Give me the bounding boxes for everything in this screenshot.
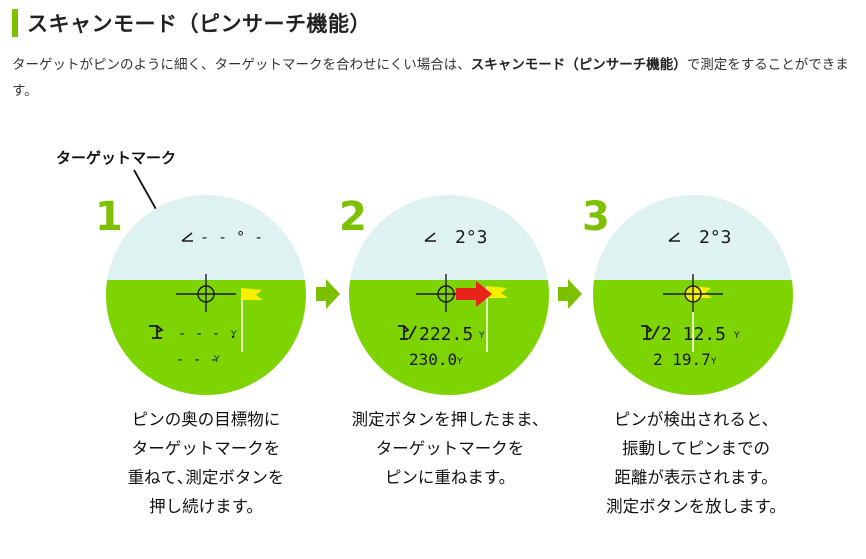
- locked-crosshair-icon: [663, 274, 723, 312]
- sky: [349, 195, 549, 280]
- step-number: 1: [95, 194, 123, 240]
- heading-accent-bar: [12, 9, 18, 37]
- target-mark-label: ターゲットマーク: [56, 149, 176, 167]
- distance-unit: Y: [478, 331, 485, 341]
- angle-icon: [668, 232, 680, 242]
- angle-icon: [424, 232, 436, 242]
- step-1-caption: ピンの奥の目標物に ターゲットマークを 重ねて､測定ボタンを 押し続けます。: [86, 405, 326, 521]
- distance-unit: Y: [230, 330, 237, 340]
- caption-line: ピンが検出されると、: [613, 410, 779, 429]
- caption-line: ターゲットマークを: [131, 439, 281, 458]
- distance-readout: - - - .: [178, 326, 237, 342]
- caption-line: 測定ボタンを押したまま、: [351, 410, 549, 429]
- caption-line: ピンの奥の目標物に: [131, 410, 281, 429]
- scope-view: [106, 195, 306, 395]
- step-2: 2 2°3 222.5 Y 230.0 Y: [339, 194, 549, 395]
- step-number: 3: [582, 194, 610, 240]
- caption-line: ピンに重ねます。: [384, 468, 516, 487]
- angle-readout: 2°3: [699, 227, 732, 248]
- sub-readout: 2 19.7: [653, 350, 711, 369]
- step-number: 2: [339, 194, 367, 240]
- scan-direction-arrow-icon: [456, 281, 492, 307]
- next-step-arrow-icon: [558, 279, 582, 309]
- angle-icon: [181, 232, 193, 242]
- step-1: 1 - - ° - - - - . Y - - - Y: [95, 194, 306, 395]
- flag-mode-icon: [149, 325, 164, 339]
- sub-unit: Y: [456, 357, 463, 367]
- sub-readout: - - -: [176, 352, 218, 368]
- step-2-caption: 測定ボタンを押したまま、 ターゲットマークを ピンに重ねます。: [322, 405, 578, 492]
- caption-line: 測定ボタンを放します。: [606, 497, 786, 516]
- caption-line: 距離が表示されます。: [614, 468, 778, 487]
- crosshair-icon: [176, 274, 236, 312]
- sub-readout: 230.0: [409, 350, 457, 369]
- distance-unit: Y: [733, 331, 740, 341]
- section-title: スキャンモード（ピンサーチ機能）: [27, 12, 371, 36]
- angle-readout: - - ° -: [200, 228, 263, 246]
- pin-search-icon: [641, 325, 660, 340]
- caption-line: 押し続けます。: [149, 497, 263, 516]
- pin-flag-icon: [241, 288, 263, 352]
- intro-paragraph: ターゲットがピンのように細く、ターゲットマークを合わせにくい場合は、スキャンモー…: [12, 52, 860, 104]
- distance-readout: 222.5: [419, 324, 473, 345]
- intro-bold-term: スキャンモード（ピンサーチ機能）: [470, 57, 687, 73]
- caption-line: 振動してピンまでの: [621, 439, 770, 458]
- step-3: 3 2°3 2 12.5 Y 2 19.7 Y: [582, 194, 793, 395]
- angle-readout: 2°3: [455, 227, 488, 248]
- distance-readout: 2 12.5: [661, 324, 726, 345]
- sky: [593, 195, 793, 280]
- sub-unit: Y: [710, 357, 717, 367]
- sub-unit: Y: [213, 355, 220, 365]
- pin-search-icon: [398, 325, 417, 340]
- intro-text-after: で測定をすることができます。: [12, 57, 849, 99]
- next-step-arrow-icon: [316, 279, 340, 309]
- caption-line: ターゲットマークを: [375, 439, 525, 458]
- intro-text-before: ターゲットがピンのように細く、ターゲットマークを合わせにくい場合は、: [12, 57, 471, 73]
- step-3-caption: ピンが検出されると、 振動してピンまでの 距離が表示されます。 測定ボタンを放し…: [576, 405, 816, 521]
- caption-line: 重ねて､測定ボタンを: [127, 468, 285, 487]
